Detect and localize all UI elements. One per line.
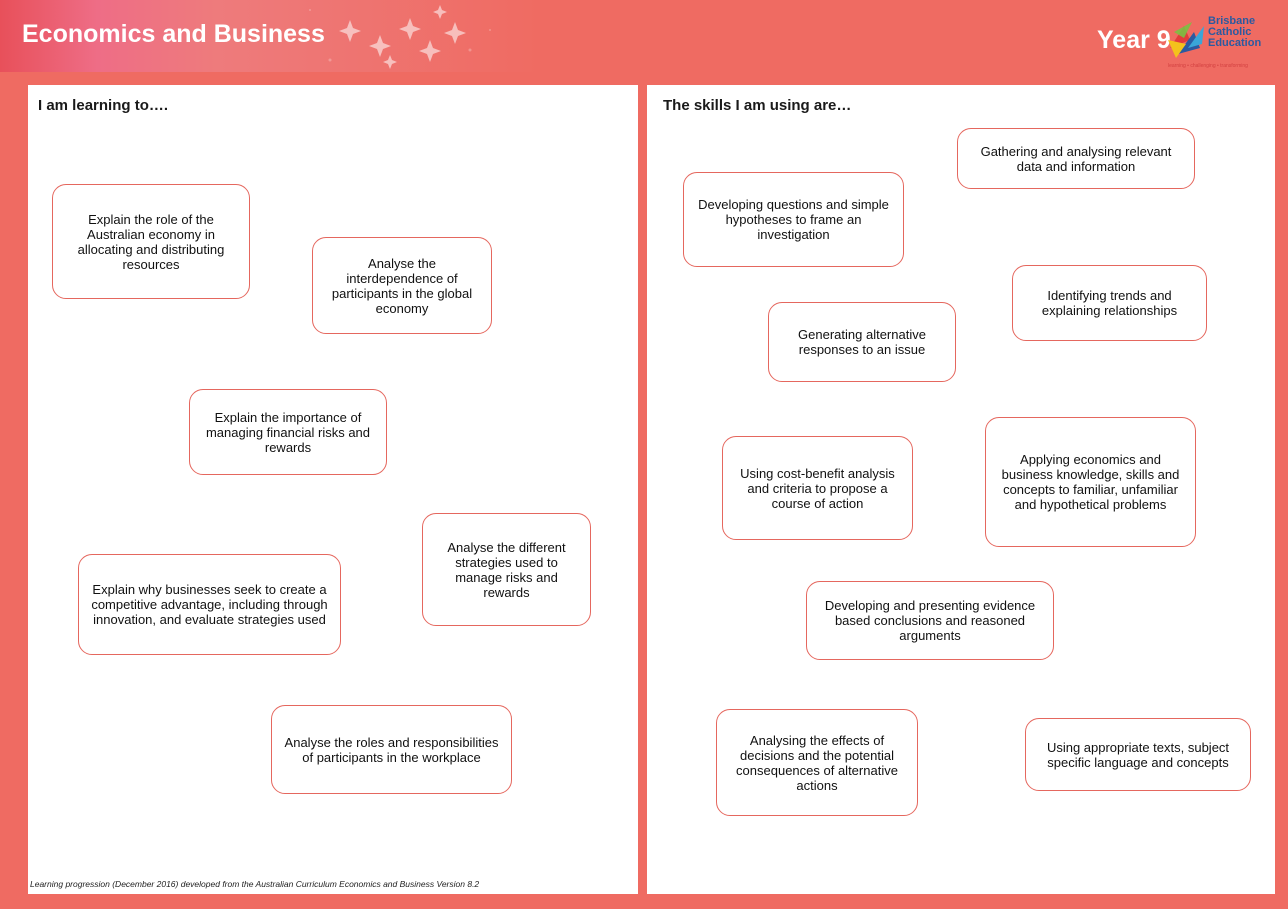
card-text: Explain why businesses seek to create a … [91, 582, 328, 627]
card-text: Analyse the roles and responsibilities o… [284, 734, 499, 765]
learning-card: Analyse the different strategies used to… [422, 513, 591, 626]
skill-card: Developing questions and simple hypothes… [683, 172, 904, 267]
year-label: Year 9 [1097, 26, 1171, 54]
logo-line-1: Brisbane [1208, 15, 1256, 27]
card-text: Using appropriate texts, subject specifi… [1046, 739, 1230, 770]
card-text: Developing questions and simple hypothes… [698, 197, 889, 242]
logo-line-2: Catholic [1208, 26, 1252, 38]
card-text: Using cost-benefit analysis and criteria… [740, 465, 895, 511]
decorative-stars-icon [309, 5, 491, 69]
brisbane-catholic-education-logo: Brisbane Catholic Education learning • c… [1164, 14, 1284, 74]
card-text: Gathering and analysing relevant data an… [980, 143, 1172, 174]
skill-card: Gathering and analysing relevant data an… [957, 128, 1195, 189]
learning-card: Explain the role of the Australian econo… [52, 184, 250, 299]
header-banner [0, 0, 540, 72]
skill-card: Analysing the effects of decisions and t… [716, 709, 918, 816]
card-text: Applying economics and business knowledg… [1001, 452, 1180, 512]
card-text: Explain the role of the Australian econo… [77, 211, 225, 272]
skill-card: Identifying trends and explaining relati… [1012, 265, 1207, 341]
logo-mark-icon [1168, 22, 1204, 58]
learning-card: Explain why businesses seek to create a … [78, 554, 341, 655]
card-text: Explain the importance of managing finan… [205, 409, 371, 455]
learning-panel: I am learning to…. Explain the role of t… [28, 85, 638, 894]
skill-card: Applying economics and business knowledg… [985, 417, 1196, 547]
header-bar: Economics and Business Year 9 Brisbane C… [0, 0, 1288, 80]
card-text: Identifying trends and explaining relati… [1041, 288, 1178, 318]
learning-card: Analyse the interdependence of participa… [312, 237, 492, 334]
logo-line-3: Education [1208, 37, 1262, 49]
learning-card: Analyse the roles and responsibilities o… [271, 705, 512, 794]
logo-tagline: learning • challenging • transforming [1168, 63, 1248, 69]
page-title: Economics and Business [22, 20, 325, 48]
skills-heading: The skills I am using are… [663, 97, 852, 114]
card-text: Generating alternative responses to an i… [798, 327, 926, 357]
source-footnote: Learning progression (December 2016) dev… [30, 879, 480, 889]
card-text: Analyse the interdependence of participa… [331, 255, 473, 316]
learning-card: Explain the importance of managing finan… [189, 389, 387, 475]
skill-card: Using appropriate texts, subject specifi… [1025, 718, 1251, 791]
logo-wordmark: Brisbane Catholic Education [1208, 16, 1261, 49]
learning-heading: I am learning to…. [38, 97, 169, 114]
skill-card: Generating alternative responses to an i… [768, 302, 956, 382]
skill-card: Developing and presenting evidence based… [806, 581, 1054, 660]
card-text: Analysing the effects of decisions and t… [736, 732, 898, 793]
card-text: Developing and presenting evidence based… [824, 598, 1036, 643]
skill-card: Using cost-benefit analysis and criteria… [722, 436, 913, 540]
skills-panel: The skills I am using are… Gathering and… [647, 85, 1275, 894]
card-text: Analyse the different strategies used to… [447, 539, 566, 600]
